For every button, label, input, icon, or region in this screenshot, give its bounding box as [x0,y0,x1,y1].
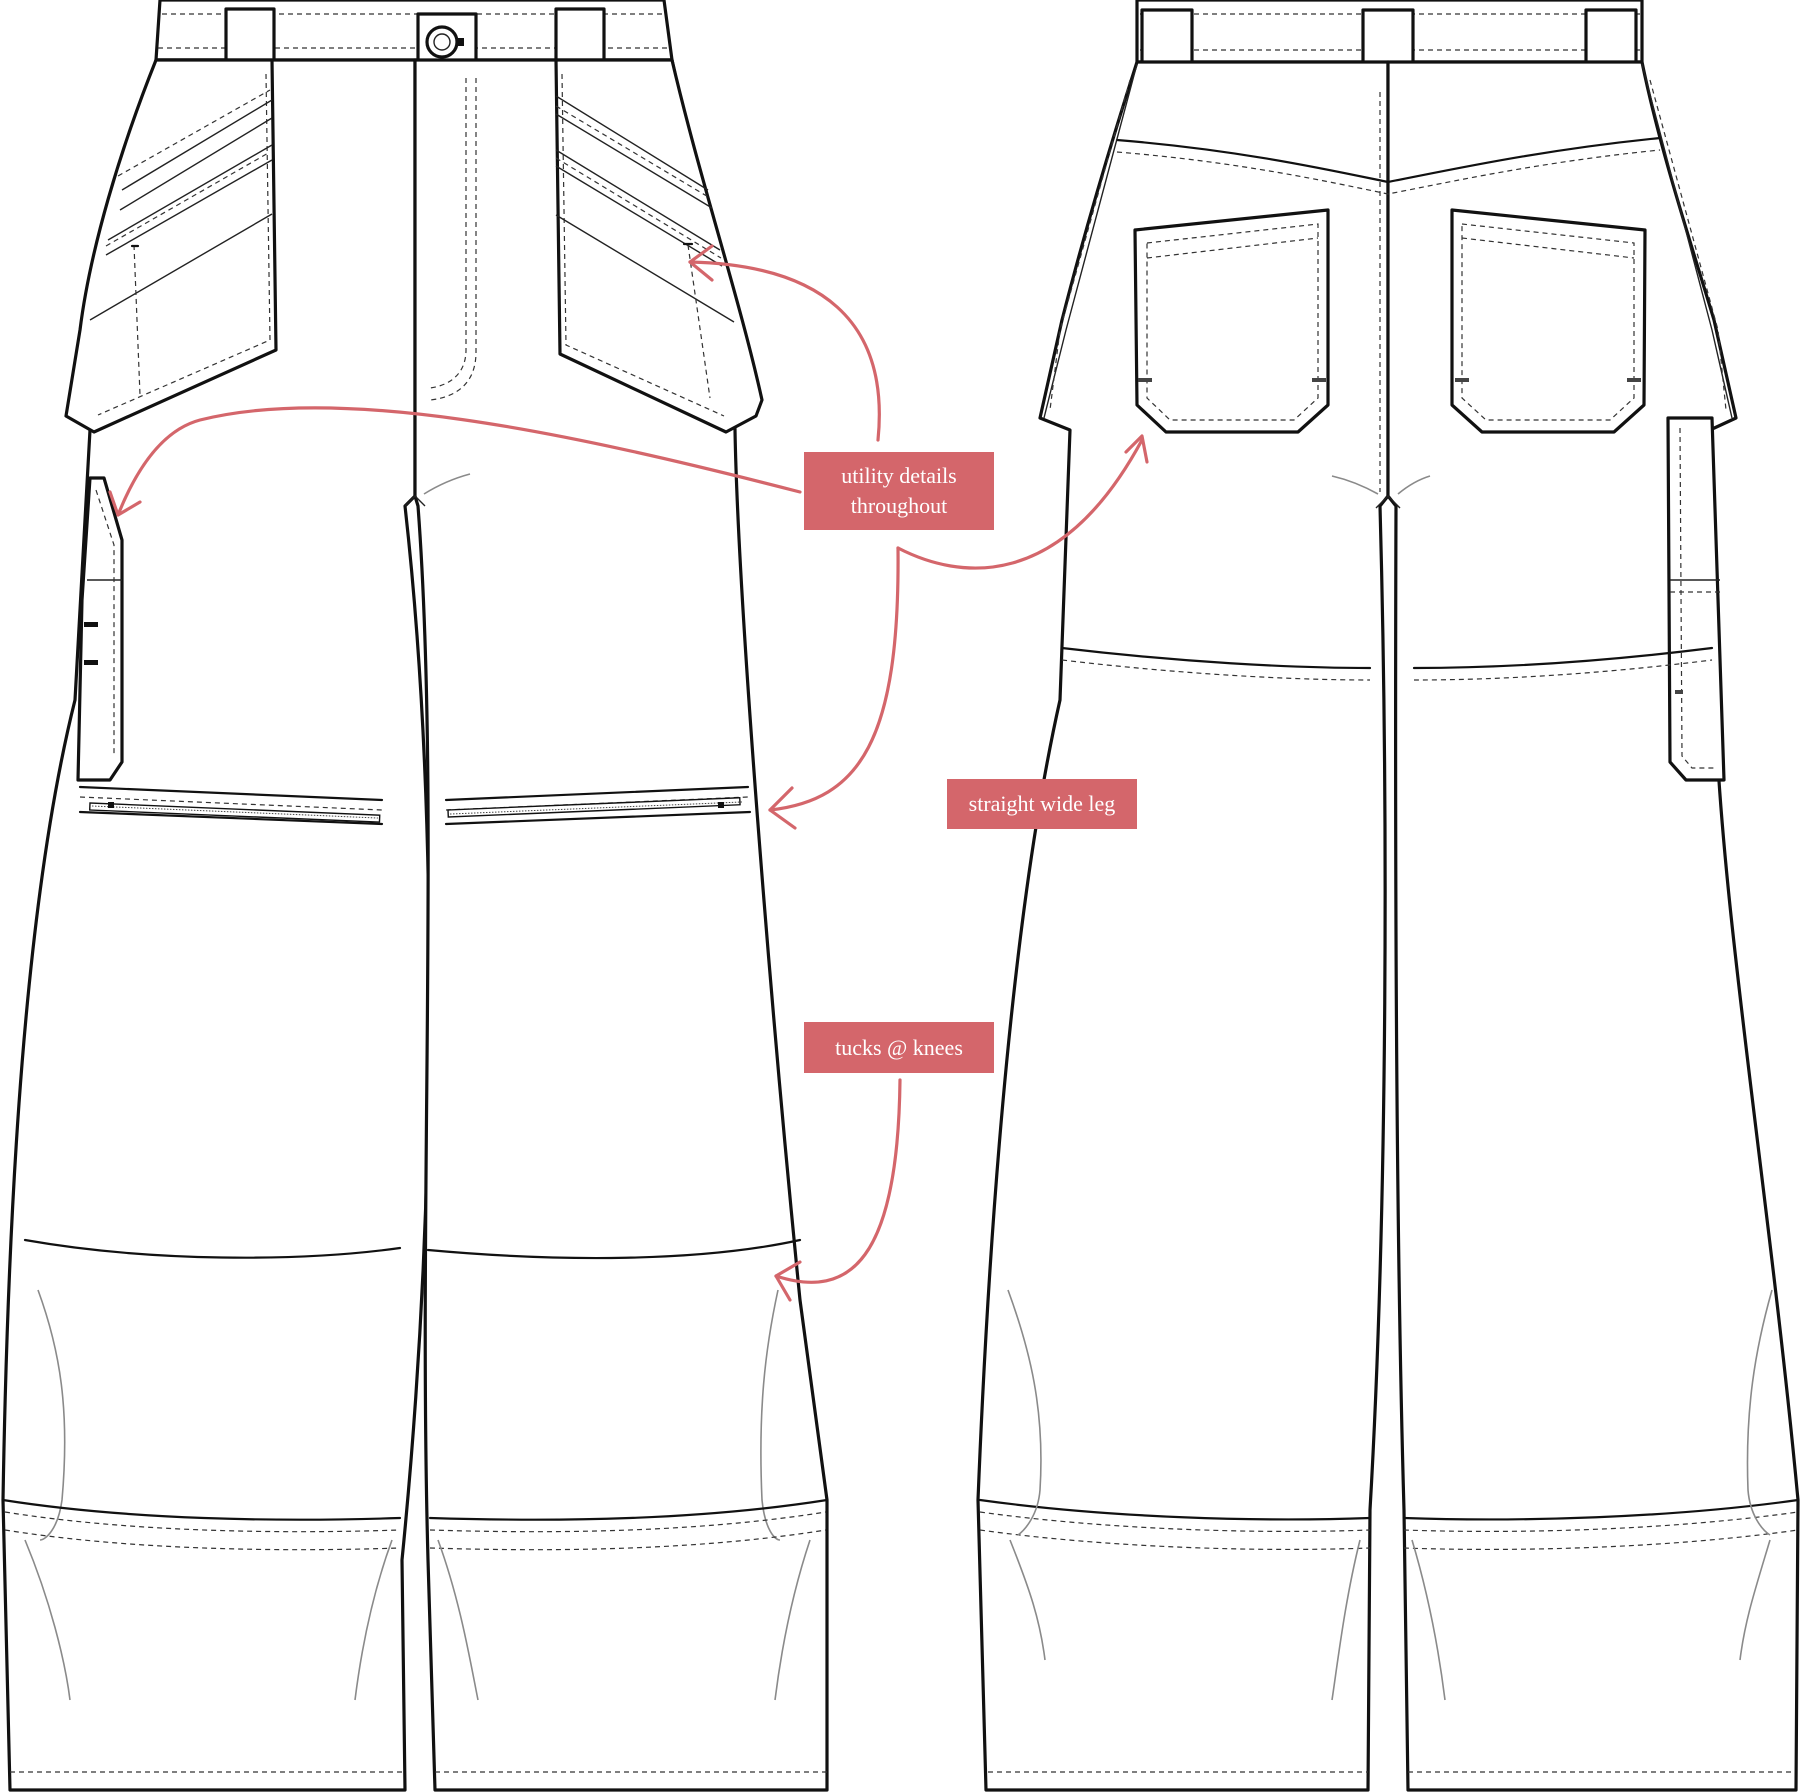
annotation-straight-wide-leg: straight wide leg [947,779,1137,829]
back-knee-tucks [1007,1289,1773,1701]
back-left-patch-pocket [1133,208,1330,434]
annotation-utility-line1: utility details [841,463,957,488]
arrow-to-zipper [768,546,900,812]
annotation-arrows [108,244,1149,1302]
back-right-patch-pocket [1450,208,1647,434]
back-left-leg [976,60,1390,1792]
back-side-panel-right [1641,63,1733,419]
back-hip-seam [1060,646,1714,681]
annotation-wide-leg-text: straight wide leg [968,791,1116,816]
annotation-tucks-text: tucks @ knees [835,1034,963,1060]
front-knee-seam-left [23,1238,402,1259]
front-lower-band [1,1498,829,1773]
annotation-tucks-at-knees: tucks @ knees [804,1022,994,1073]
front-right-pocket [554,58,764,434]
front-fly [404,58,477,507]
back-center-seam [1331,86,1431,509]
shank-button-icon [425,25,464,59]
arrow-to-knee-tuck [774,1078,902,1284]
back-side-utility-pocket [1666,416,1726,782]
annotation-utility-line2: throughout [850,493,948,518]
back-side-panel-left [1043,63,1138,419]
back-view-pants [976,0,1800,1792]
arrow-to-back-pocket [896,438,1144,570]
front-knee-seam-right [426,1238,802,1260]
back-yoke [1115,136,1662,195]
front-knee-tucks [37,1289,781,1541]
arrow-to-side-pocket [116,406,802,517]
annotation-utility-details: utility details throughout [804,452,994,530]
front-side-utility-pocket [76,476,124,782]
front-zip-off-seam [78,785,752,826]
arrow-to-front-pocket [688,260,881,442]
front-view-pants [1,0,829,1792]
back-lower-band [978,1498,1800,1773]
front-left-pocket [64,58,278,434]
